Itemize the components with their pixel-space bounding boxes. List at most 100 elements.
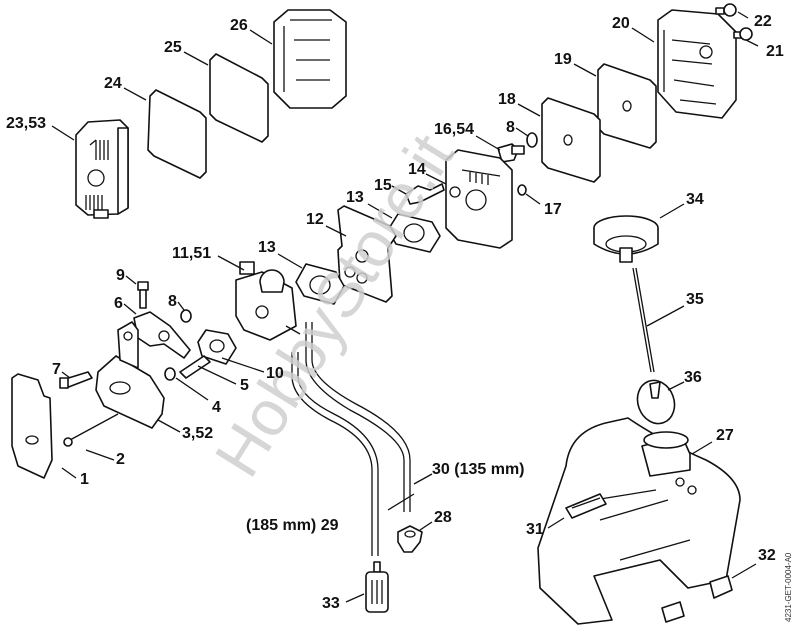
callout-16-54[interactable]: 16,54 [434,121,475,138]
callout-8-lower[interactable]: 8 [168,293,177,310]
callout-3-52[interactable]: 3,52 [182,425,214,442]
callout-18[interactable]: 18 [498,91,516,108]
leader-15 [391,185,407,195]
callout-14[interactable]: 14 [408,161,426,178]
part-14-adaptor[interactable] [445,149,513,249]
callout-24[interactable]: 24 [104,75,122,92]
part-15-lever[interactable] [405,183,445,205]
part-19-filter[interactable] [597,63,657,149]
callout-26[interactable]: 26 [230,17,248,34]
callout-17[interactable]: 17 [544,201,562,218]
callout-13-upper[interactable]: 13 [346,189,364,206]
part-32-foot[interactable] [709,575,733,599]
part-24-filter-pad[interactable] [147,89,207,179]
part-1-gasket[interactable] [11,373,53,479]
callout-36[interactable]: 36 [684,369,702,386]
leader-1 [61,467,77,479]
part-10-gasket[interactable] [197,329,237,365]
callout-7[interactable]: 7 [52,361,61,378]
part-30-fuel-line[interactable] [305,322,411,512]
part-32-foot-2[interactable] [661,601,685,623]
callout-27[interactable]: 27 [716,427,734,444]
callout-4[interactable]: 4 [212,399,221,416]
part-29-fuel-line[interactable] [291,352,379,556]
part-33-fuel-filter[interactable] [365,561,389,613]
callout-10[interactable]: 10 [266,365,284,382]
part-17-nut[interactable] [517,184,527,196]
leader-8-upper [515,127,529,137]
leader-16 [475,135,501,151]
callout-9[interactable]: 9 [116,267,125,284]
part-4-washer[interactable] [164,367,176,381]
part-26-filter-cover[interactable] [273,9,347,109]
leader-3 [157,419,181,433]
callout-23-53[interactable]: 23,53 [6,115,47,132]
callout-19[interactable]: 19 [554,51,572,68]
callout-13-lower[interactable]: 13 [258,239,276,256]
part-25-filter-pad[interactable] [209,53,269,143]
callout-31[interactable]: 31 [526,521,544,538]
leader-13-upper [367,203,393,219]
callout-5[interactable]: 5 [240,377,249,394]
callout-22[interactable]: 22 [754,13,772,30]
part-36-ring[interactable] [632,375,681,429]
part-27-fuel-tank[interactable] [537,417,741,625]
part-18-filter[interactable] [541,97,601,183]
part-21-screw[interactable] [733,27,753,41]
callout-21[interactable]: 21 [766,43,784,60]
part-35-rod[interactable] [632,267,655,373]
callout-28[interactable]: 28 [434,509,452,526]
callout-8-upper[interactable]: 8 [506,119,515,136]
part-20-filter-cover[interactable] [657,9,737,119]
part-13-gasket-lower[interactable] [295,263,345,305]
part-34-fuel-cap[interactable] [593,215,659,263]
leader-17 [525,193,541,205]
callout-2[interactable]: 2 [116,451,125,468]
part-2-bolt[interactable] [63,413,119,447]
callout-34[interactable]: 34 [686,191,704,208]
callout-33[interactable]: 33 [322,595,340,612]
part-13-gasket-upper[interactable] [387,213,441,253]
callout-35[interactable]: 35 [686,291,704,308]
leader-9 [125,275,137,285]
document-id: 4231-GET-0004-A0 [784,552,793,622]
part-5-bolt[interactable] [179,355,211,379]
part-22-screw[interactable] [715,3,737,17]
leader-30 [413,473,433,485]
callout-32[interactable]: 32 [758,547,776,564]
leader-34 [659,203,685,219]
leader-28 [419,521,433,531]
callout-15[interactable]: 15 [374,177,392,194]
part-9-screw[interactable] [137,281,149,309]
leader-2 [85,449,115,461]
part-3-flange[interactable] [95,321,165,429]
leader-10 [221,357,265,373]
callout-6[interactable]: 6 [114,295,123,312]
part-11-carburetor[interactable] [235,261,301,341]
callout-20[interactable]: 20 [612,15,630,32]
leader-11 [217,255,245,271]
part-8-nut-lower[interactable] [180,309,192,323]
callout-30[interactable]: 30 (135 mm) [432,461,525,478]
callout-29[interactable]: (185 mm) 29 [246,517,339,534]
part-23-filter-base[interactable] [75,119,129,219]
callout-1[interactable]: 1 [80,471,89,488]
part-31-grommet[interactable] [565,493,607,519]
part-16-fitting[interactable] [497,143,525,163]
leader-29 [387,493,415,511]
callout-12[interactable]: 12 [306,211,324,228]
part-7-pin[interactable] [59,371,93,389]
leader-25 [183,51,209,66]
part-6-bracket[interactable] [133,311,191,359]
callout-11-51[interactable]: 11,51 [172,245,212,262]
callout-25[interactable]: 25 [164,39,182,56]
part-12-plate[interactable] [337,205,397,303]
leader-33 [345,593,365,603]
leader-13-lower [277,253,303,269]
leader-19 [573,63,597,77]
part-8-nut-upper[interactable] [526,132,538,148]
part-28-grommet[interactable] [397,525,423,553]
leader-8-lower [177,301,185,311]
